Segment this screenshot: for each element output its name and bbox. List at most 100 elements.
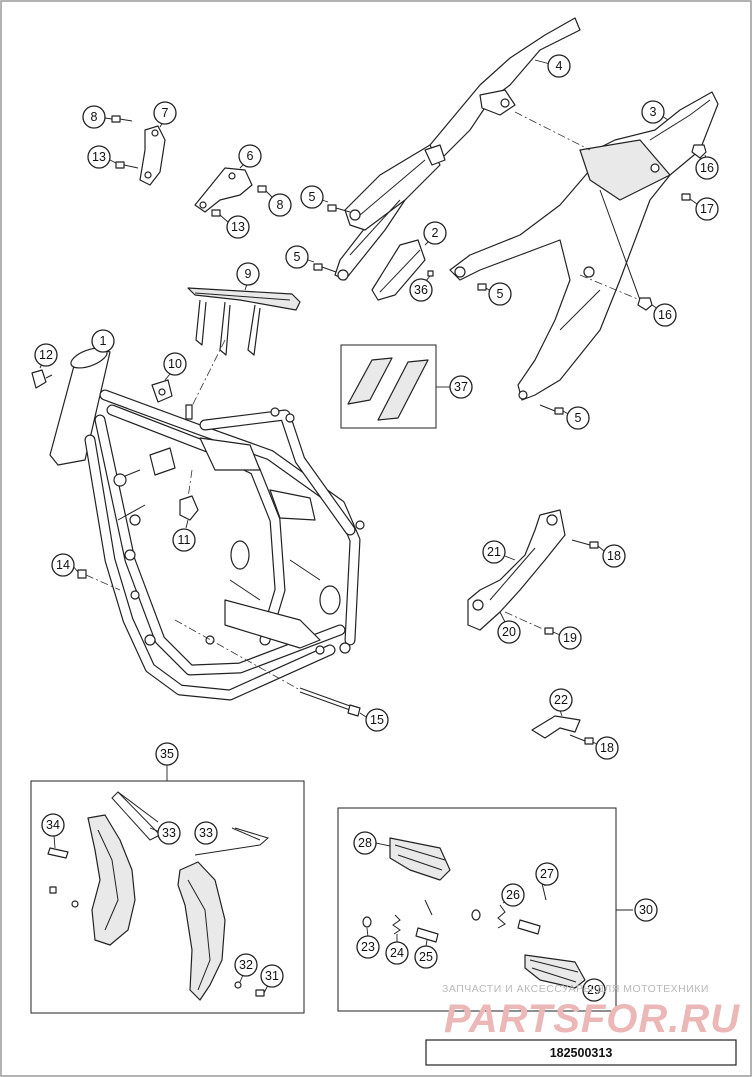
callout-21: 21 (482, 540, 516, 564)
bolt-part-5a (327, 204, 351, 213)
callout-13a: 13 (87, 145, 117, 169)
svg-text:25: 25 (419, 950, 433, 964)
svg-text:33: 33 (162, 826, 176, 840)
bracket-part-6 (194, 167, 253, 213)
svg-text:12: 12 (39, 348, 53, 362)
callout-5d: 5 (562, 406, 590, 430)
callout-29: 29 (582, 978, 606, 1002)
callout-4: 4 (534, 54, 571, 78)
skid-plate-part-9 (185, 287, 301, 420)
svg-text:20: 20 (502, 625, 516, 639)
svg-text:5: 5 (309, 190, 316, 204)
bolt-part-8b (257, 185, 267, 193)
svg-text:18: 18 (607, 549, 621, 563)
callout-28: 28 (353, 831, 391, 855)
callout-19: 19 (552, 626, 582, 650)
svg-text:27: 27 (540, 867, 554, 881)
svg-text:34: 34 (46, 818, 60, 832)
svg-text:7: 7 (162, 106, 169, 120)
svg-text:13: 13 (92, 150, 106, 164)
svg-text:31: 31 (265, 969, 279, 983)
screw-part-36 (427, 270, 434, 277)
callout-20: 20 (497, 611, 521, 644)
svg-text:16: 16 (658, 308, 672, 322)
svg-text:8: 8 (277, 198, 284, 212)
svg-text:16: 16 (700, 161, 714, 175)
callout-16a: 16 (695, 154, 719, 180)
callout-17: 17 (689, 197, 719, 221)
callout-18a: 18 (597, 544, 626, 568)
svg-text:15: 15 (370, 713, 384, 727)
nut-part-16b (637, 297, 653, 311)
diagram-code-box: 182500313 (425, 1039, 737, 1066)
bolt-part-15 (174, 619, 361, 717)
svg-text:13: 13 (231, 220, 245, 234)
svg-text:8: 8 (91, 110, 98, 124)
svg-text:11: 11 (178, 533, 191, 547)
footpeg-box-part-30 (337, 807, 633, 1012)
callout-14: 14 (51, 553, 79, 577)
bolt-part-18b (569, 734, 594, 745)
bolt-part-13a (115, 161, 139, 169)
stickers-box-part-37 (340, 344, 437, 429)
callout-37: 37 (436, 375, 473, 399)
svg-text:3: 3 (650, 105, 657, 119)
clip-part-10 (151, 379, 173, 403)
svg-text:2: 2 (432, 226, 439, 240)
callout-7: 7 (153, 101, 177, 128)
callout-8b: 8 (265, 190, 292, 217)
svg-text:36: 36 (414, 283, 428, 297)
watermark-caption: ЗАПЧАСТИ И АКСЕССУАРЫ ДЛЯ МОТОТЕХНИКИ (442, 983, 709, 995)
svg-text:22: 22 (554, 693, 568, 707)
callout-27: 27 (535, 862, 559, 887)
bracket-part-7 (139, 125, 166, 186)
subframe-left-part-4 (334, 17, 581, 281)
diagram-code: 182500313 (550, 1046, 613, 1060)
callout-18b: 18 (592, 736, 619, 760)
subframe-right-part-3 (449, 91, 719, 401)
bolt-part-13b (211, 209, 221, 217)
svg-text:21: 21 (487, 545, 501, 559)
callout-35: 35 (155, 742, 179, 766)
callout-33b: 33 (194, 821, 218, 845)
callout-3: 3 (641, 100, 669, 124)
callout-10: 10 (163, 352, 187, 381)
svg-text:26: 26 (506, 888, 520, 902)
bolt-part-5c (477, 283, 487, 291)
callout-36: 36 (409, 275, 433, 302)
callout-9: 9 (236, 262, 260, 291)
svg-text:30: 30 (639, 903, 653, 917)
watermark: ЗАПЧАСТИ И АКСЕССУАРЫ ДЛЯ МОТОТЕХНИКИ PA… (442, 983, 740, 1041)
callout-8a: 8 (82, 105, 113, 129)
callout-31: 31 (260, 964, 284, 994)
callout-26: 26 (501, 883, 525, 907)
callout-6: 6 (238, 144, 262, 169)
watermark-brand: PARTSFOR.RU (444, 997, 740, 1041)
svg-text:17: 17 (700, 202, 714, 216)
chain-guide-part-21 (467, 509, 566, 631)
svg-text:5: 5 (497, 287, 504, 301)
svg-text:5: 5 (575, 411, 582, 425)
callout-32: 32 (234, 953, 258, 983)
callout-1: 1 (91, 329, 115, 353)
callout-12: 12 (34, 343, 58, 369)
svg-text:14: 14 (56, 558, 70, 572)
bolt-part-8a (111, 115, 133, 123)
callout-13b: 13 (219, 214, 250, 239)
bracket-part-11 (179, 469, 199, 521)
callout-5b: 5 (285, 245, 315, 269)
callout-23: 23 (356, 927, 380, 959)
main-frame-part (49, 347, 365, 701)
callout-2: 2 (423, 221, 447, 246)
bolt-part-18a (571, 539, 599, 549)
clip-part-12 (31, 369, 53, 389)
callout-30: 30 (634, 898, 658, 922)
svg-text:24: 24 (390, 946, 404, 960)
assembly-line (514, 111, 591, 151)
svg-text:28: 28 (358, 836, 372, 850)
guide-part-22 (531, 715, 581, 739)
svg-text:32: 32 (239, 958, 253, 972)
svg-text:6: 6 (247, 149, 254, 163)
